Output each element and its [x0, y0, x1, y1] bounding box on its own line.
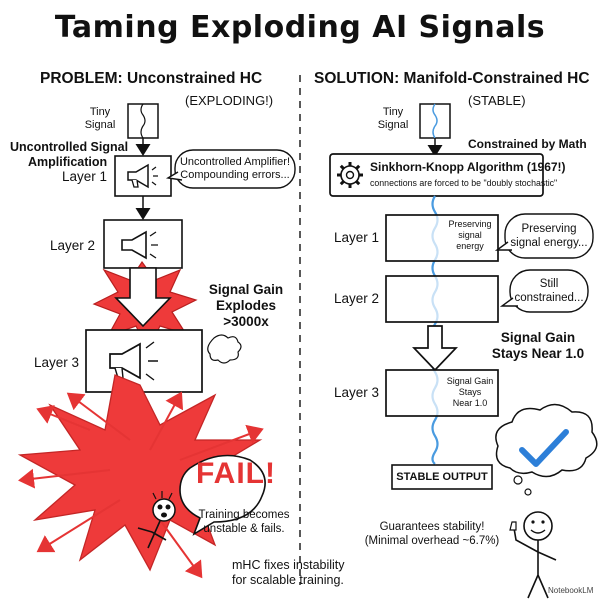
- right-layer1-label: Layer 1: [334, 230, 380, 245]
- watermark: NotebookLM: [548, 586, 594, 595]
- gear-icon: [337, 162, 363, 188]
- fail-bubble: [179, 454, 266, 536]
- left-input-box: [127, 103, 159, 139]
- happy-figure-icon: [509, 511, 557, 599]
- left-layer2-label: Layer 2: [50, 238, 96, 253]
- fail-text: FAIL!: [196, 457, 276, 490]
- right-layer2-label: Layer 2: [334, 291, 380, 306]
- algorithm-subtitle: connections are forced to be "doubly sto…: [370, 178, 558, 188]
- guarantee-note: Guarantees stability!(Minimal overhead ~…: [364, 521, 500, 547]
- open-down-arrow: [412, 325, 458, 372]
- right-layer2-box: [385, 275, 499, 323]
- megaphone-icon: [109, 341, 158, 381]
- solution-heading: SOLUTION: Manifold-Constrained HC: [314, 70, 590, 87]
- megaphone-icon: [127, 163, 158, 189]
- constrained-label: Constrained by Math: [468, 137, 587, 151]
- thought-cloud: [495, 403, 598, 478]
- left-layer1-label: Layer 1: [62, 169, 108, 184]
- stable-output-label: STABLE OUTPUT: [396, 471, 488, 483]
- right-bubble2: [509, 269, 589, 313]
- problem-heading: PROBLEM: Unconstrained HC: [40, 70, 263, 87]
- right-layer3-box: [385, 369, 499, 417]
- stable-output-box: [391, 464, 493, 490]
- solution-status: (STABLE): [468, 93, 526, 108]
- left-layer3-label: Layer 3: [34, 355, 80, 370]
- left-input-squiggle: [140, 103, 146, 139]
- check-icon: [519, 429, 569, 467]
- right-layer3-label: Layer 3: [334, 385, 380, 400]
- megaphone-icon: [121, 230, 158, 260]
- panicked-figure-icon: [137, 491, 176, 549]
- problem-status: (EXPLODING!): [185, 93, 274, 108]
- algorithm-box: [329, 153, 544, 197]
- left-layer3-box: [85, 329, 203, 393]
- right-bubble1: [504, 213, 594, 259]
- algorithm-title: Sinkhorn-Knopp Algorithm (1967!): [370, 160, 566, 174]
- left-amp-bubble-text: Uncontrolled Amplifier!Compounding error…: [179, 156, 291, 181]
- page-title: Taming Exploding AI Signals: [54, 10, 546, 45]
- right-input-box: [419, 103, 451, 139]
- right-layer1-box: [385, 214, 499, 262]
- left-amp-bubble: [174, 149, 296, 189]
